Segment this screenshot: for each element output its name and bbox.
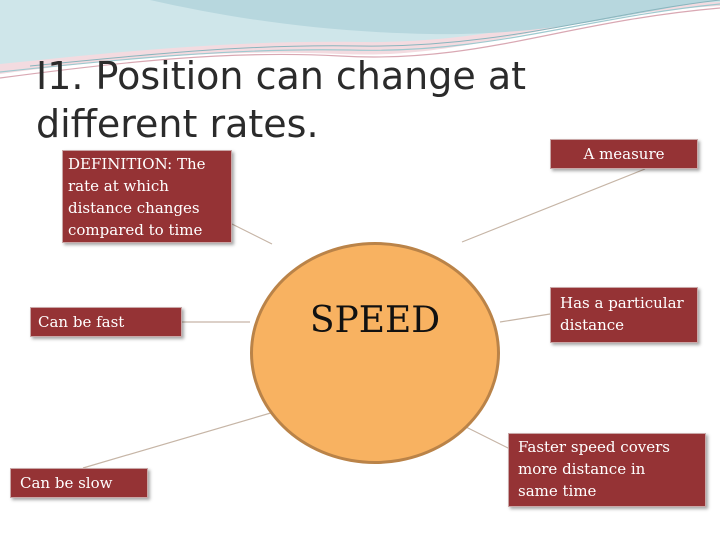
slow-box: Can be slow [10,468,148,498]
faster-speed-text: Faster speed covers more distance in sam… [518,436,705,502]
connector-definition [232,224,272,244]
speed-circle [250,242,500,464]
fast-box: Can be fast [30,307,182,337]
definition-text: DEFINITION: The rate at which distance c… [68,153,231,241]
measure-box: A measure [550,139,698,169]
particular-distance-box: Has a particular distance [550,287,698,343]
connector-particular [500,314,550,322]
speed-label: SPEED [250,296,500,346]
particular-distance-text: Has a particular distance [560,292,697,336]
faster-speed-box: Faster speed covers more distance in sam… [508,433,706,507]
connector-faster [462,425,512,450]
fast-text: Can be fast [38,311,181,333]
slow-text: Can be slow [20,472,147,494]
definition-box: DEFINITION: The rate at which distance c… [62,150,232,243]
measure-text: A measure [551,143,697,165]
connector-slow [83,412,274,468]
connector-measure [462,169,645,242]
